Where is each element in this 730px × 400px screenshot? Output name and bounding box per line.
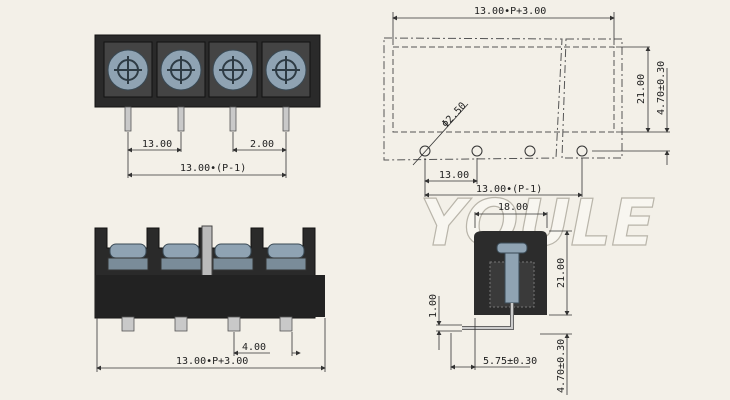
dim-pitch-label: 13.00 bbox=[142, 139, 172, 150]
top-view-dimensions: 13.00 2.00 13.00•(P-1) bbox=[127, 132, 287, 178]
dim-height-label: 21.00 bbox=[556, 258, 567, 288]
terminal-block-top-view bbox=[94, 34, 321, 132]
watermark-logo: YOULE bbox=[420, 187, 655, 261]
dim-thickness-label: 1.00 bbox=[428, 294, 439, 318]
front-view-dimensions: 4.00 13.00•P+3.00 bbox=[96, 318, 326, 372]
dim-pin-label: 4.00 bbox=[242, 342, 266, 353]
dim-hole-label: Φ2.50 bbox=[440, 101, 469, 131]
screw-side-icon bbox=[162, 243, 200, 259]
terminal-block-front-view bbox=[94, 225, 325, 332]
dim-height-label: 21.00 bbox=[636, 74, 647, 104]
pcb-layout-view: 13.00•P+3.00 21.00 4.70±0.30 Φ2.50 13.00… bbox=[383, 6, 670, 198]
side-section-view: 18.00 21.00 1.00 5.75±0.30 4.70±0.30 bbox=[428, 202, 572, 395]
dim-total-label: 13.00•P+3.00 bbox=[176, 356, 248, 367]
dim-pitch-label: 13.00 bbox=[439, 170, 469, 181]
screw-side-icon bbox=[267, 243, 305, 259]
screw-side-icon bbox=[109, 243, 147, 259]
dim-offset-label: 4.70±0.30 bbox=[656, 61, 667, 115]
dim-span-label: 13.00•(P-1) bbox=[180, 163, 246, 174]
dim-span-label: 13.00•(P-1) bbox=[476, 184, 542, 195]
dim-lead-label: 5.75±0.30 bbox=[483, 356, 537, 367]
dim-width-label: 18.00 bbox=[498, 202, 528, 213]
dim-offset-label: 4.70±0.30 bbox=[556, 339, 567, 393]
screw-side-icon bbox=[214, 243, 252, 259]
dim-total-label: 13.00•P+3.00 bbox=[474, 6, 546, 17]
dim-pin-label: 2.00 bbox=[250, 139, 274, 150]
